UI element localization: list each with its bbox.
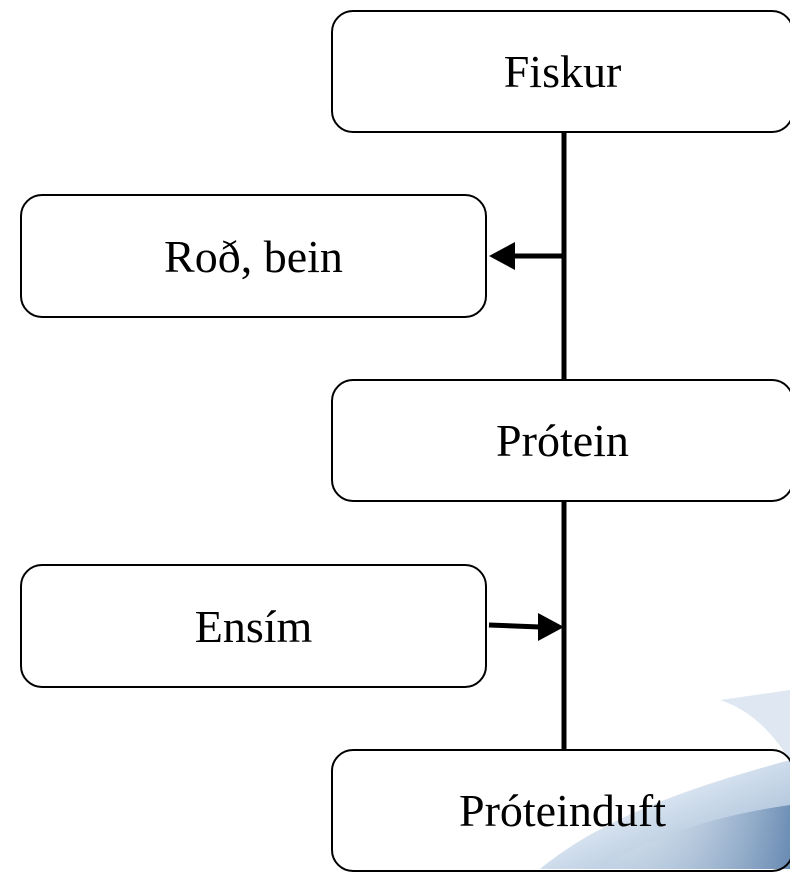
node-ensim: Ensím — [20, 564, 487, 688]
node-rod-bein-label: Roð, bein — [164, 230, 343, 282]
node-proteinduft-label: Próteinduft — [459, 785, 666, 836]
node-fiskur: Fiskur — [331, 10, 790, 133]
node-proteinduft: Próteinduft — [331, 749, 790, 872]
node-protein: Prótein — [331, 379, 790, 502]
node-ensim-label: Ensím — [194, 600, 313, 652]
node-protein-label: Prótein — [496, 415, 629, 466]
node-rod-bein: Roð, bein — [20, 194, 487, 318]
node-fiskur-label: Fiskur — [503, 46, 622, 97]
